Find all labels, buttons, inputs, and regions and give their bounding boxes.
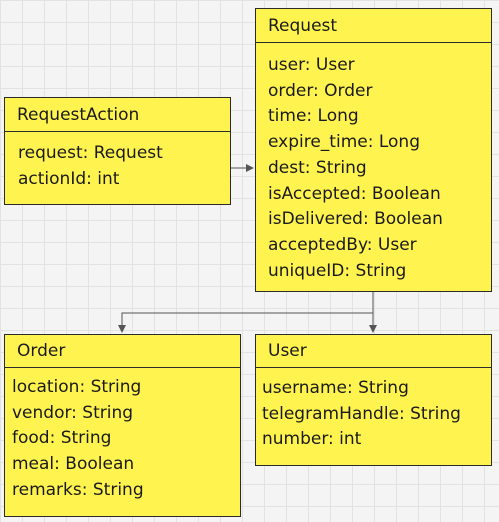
class-field: request: Request xyxy=(18,143,163,163)
class-box-order[interactable]: Order location: String vendor: String fo… xyxy=(4,334,241,517)
class-field: vendor: String xyxy=(12,402,134,423)
class-field: isDelivered: Boolean xyxy=(268,209,443,230)
class-box-user[interactable]: User username: String telegramHandle: St… xyxy=(255,334,492,466)
class-title: Order xyxy=(5,335,240,368)
class-title: Request xyxy=(256,9,491,43)
class-field: number: int xyxy=(262,429,362,450)
class-field: remarks: String xyxy=(12,479,144,500)
class-field: food: String xyxy=(12,428,112,449)
class-field: order: Order xyxy=(268,80,373,101)
class-fields: user: User order: Order time: Long expir… xyxy=(256,43,491,284)
class-box-requestaction[interactable]: RequestAction request: Request actionId:… xyxy=(4,97,231,205)
class-fields: location: String vendor: String food: St… xyxy=(5,368,240,504)
class-fields: username: String telegramHandle: String … xyxy=(256,368,491,453)
class-field: expire_time: Long xyxy=(268,132,420,153)
class-field: username: String xyxy=(262,378,409,398)
connector-request-to-order[interactable] xyxy=(118,292,374,333)
class-box-request[interactable]: Request user: User order: Order time: Lo… xyxy=(255,8,492,292)
class-field: telegramHandle: String xyxy=(262,403,461,424)
class-title: User xyxy=(256,335,491,368)
class-title: RequestAction xyxy=(5,98,230,132)
class-field: acceptedBy: User xyxy=(268,234,417,255)
class-field: user: User xyxy=(268,55,355,75)
class-field: meal: Boolean xyxy=(12,454,135,475)
class-field: dest: String xyxy=(268,157,367,178)
class-field: isAccepted: Boolean xyxy=(268,183,441,204)
class-field: location: String xyxy=(12,377,142,397)
class-field: actionId: int xyxy=(18,168,120,189)
class-field: uniqueID: String xyxy=(268,260,407,281)
class-field: time: Long xyxy=(268,106,359,127)
class-fields: request: Request actionId: int xyxy=(5,132,230,192)
